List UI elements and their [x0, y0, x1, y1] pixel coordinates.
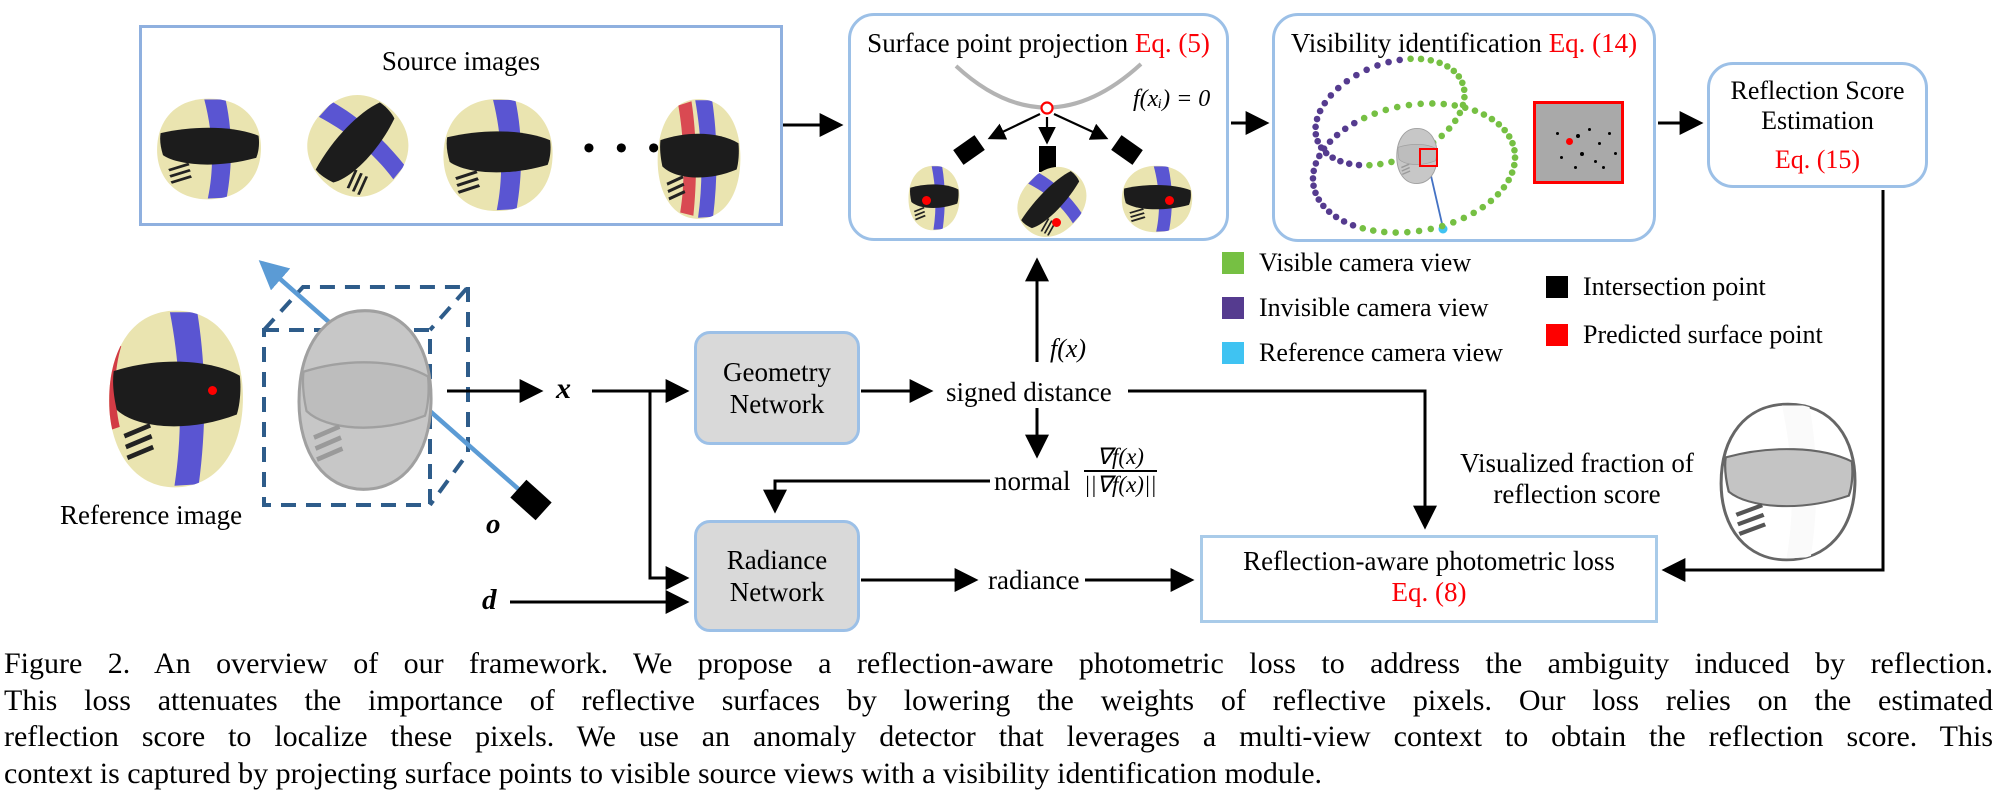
geometry-network-line1: Geometry: [723, 357, 831, 387]
visibility-title: Visibility identification Eq. (14): [1275, 28, 1653, 59]
normal-fraction-denominator: ||∇f(x)||: [1084, 472, 1157, 497]
normal-fraction: ∇f(x) ||∇f(x)||: [1084, 444, 1157, 498]
reference-camera-swatch: [1222, 342, 1244, 364]
intersection-point-label: Intersection point: [1583, 272, 1766, 301]
visibility-eq: Eq. (14): [1548, 28, 1638, 58]
predicted-surface-label: Predicted surface point: [1583, 320, 1823, 349]
surface-projection-title: Surface point projection Eq. (5): [851, 28, 1226, 59]
normal-fraction-numerator: ∇f(x): [1084, 444, 1157, 472]
reflection-score-helmet: [1712, 400, 1864, 564]
inset-intersection-point: [1556, 132, 1559, 135]
projection-dot-1: [922, 196, 931, 205]
legend-predicted-surface: Predicted surface point: [1546, 320, 1823, 350]
surface-formula-label: f(xᵢ) = 0: [1133, 86, 1211, 112]
sdf-label: f(x): [1050, 334, 1087, 363]
signed-distance-label: signed distance: [946, 377, 1112, 407]
source-helmet-1: [150, 96, 268, 202]
origin-o-label: o: [486, 508, 501, 540]
gray-model-helmet: [290, 306, 440, 494]
inset-intersection-point: [1608, 132, 1611, 135]
point-x-label: x: [556, 372, 571, 405]
reference-surface-dot: [208, 386, 217, 395]
inset-intersection-point: [1594, 160, 1597, 163]
source-helmet-4: [652, 96, 746, 222]
reflection-score-line1: Reflection Score: [1730, 75, 1905, 105]
photometric-loss-title: Reflection-aware photometric loss: [1243, 546, 1615, 576]
inset-intersection-point: [1574, 166, 1577, 169]
projection-helmet-1: [905, 164, 963, 232]
radiance-network-line1: Radiance: [726, 545, 828, 575]
visibility-zoom-square: [1419, 148, 1438, 167]
visualized-fraction-line1: Visualized fraction of: [1460, 448, 1694, 478]
radiance-network-line2: Network: [729, 577, 825, 607]
inset-intersection-point: [1588, 128, 1591, 131]
reflection-score-eq: Eq. (15): [1774, 144, 1861, 174]
caption-line-4: context is captured by projecting surfac…: [4, 756, 1323, 790]
camera-icon-reference: [510, 479, 552, 521]
arrow-sdf-to-loss: [1128, 389, 1437, 530]
radiance-label: radiance: [988, 565, 1080, 595]
predicted-surface-swatch: [1546, 324, 1568, 346]
caption-line-2: This loss attenuates the importance of r…: [4, 683, 1993, 717]
invisible-camera-label: Invisible camera view: [1259, 293, 1489, 322]
reference-camera-label: Reference camera view: [1259, 338, 1503, 367]
surface-projection-title-text: Surface point projection: [867, 28, 1129, 58]
caption-line-1: Figure 2. An overview of our framework. …: [4, 647, 1993, 680]
photometric-loss-eq: Eq. (8): [1391, 577, 1467, 607]
inset-predicted-point: [1566, 138, 1573, 145]
inset-intersection-point: [1576, 134, 1580, 138]
reference-helmet: [100, 306, 252, 492]
legend-reference-camera: Reference camera view: [1222, 338, 1503, 368]
inset-intersection-point: [1602, 166, 1605, 169]
inset-intersection-point: [1580, 152, 1584, 156]
projection-dot-3: [1165, 196, 1174, 205]
caption-line-3: reflection score to localize these pixel…: [4, 720, 1993, 753]
geometry-network-line2: Network: [729, 389, 825, 419]
visibility-title-text: Visibility identification: [1290, 28, 1542, 58]
arrow-normal-to-radiance: [763, 479, 990, 514]
photometric-loss-box: Reflection-aware photometric loss Eq. (8…: [1200, 535, 1658, 623]
radiance-network-box: Radiance Network: [694, 520, 860, 632]
reflection-inset: [1533, 101, 1624, 184]
visible-camera-label: Visible camera view: [1259, 248, 1472, 277]
visible-camera-swatch: [1222, 252, 1244, 274]
direction-d-label: d: [482, 584, 497, 616]
ellipsis: • • •: [583, 130, 666, 167]
surface-projection-eq: Eq. (5): [1134, 28, 1210, 58]
legend-visible-camera: Visible camera view: [1222, 248, 1471, 278]
projection-dot-2: [1052, 218, 1061, 227]
legend-invisible-camera: Invisible camera view: [1222, 293, 1489, 323]
inset-intersection-point: [1614, 152, 1617, 155]
projection-helmet-3: [1117, 164, 1197, 234]
geometry-network-box: Geometry Network: [694, 331, 860, 445]
normal-label: normal: [994, 466, 1071, 496]
invisible-camera-swatch: [1222, 297, 1244, 319]
source-helmet-3: [436, 96, 560, 214]
inset-intersection-point: [1598, 142, 1601, 145]
visualized-fraction-line2: reflection score: [1493, 479, 1661, 509]
reference-image-label: Reference image: [60, 500, 243, 530]
reflection-score-box: Reflection Score Estimation Eq. (15): [1707, 62, 1928, 188]
legend-intersection-point: Intersection point: [1546, 272, 1766, 302]
figure-caption: Figure 2. An overview of our framework. …: [4, 646, 1993, 792]
visualized-fraction-label: Visualized fraction of reflection score: [1432, 448, 1722, 510]
reflection-score-line2: Estimation: [1761, 105, 1874, 135]
inset-intersection-point: [1560, 156, 1563, 159]
arrow-x-to-radiance: [648, 391, 690, 590]
intersection-point-swatch: [1546, 276, 1568, 298]
source-images-title: Source images: [381, 46, 541, 76]
